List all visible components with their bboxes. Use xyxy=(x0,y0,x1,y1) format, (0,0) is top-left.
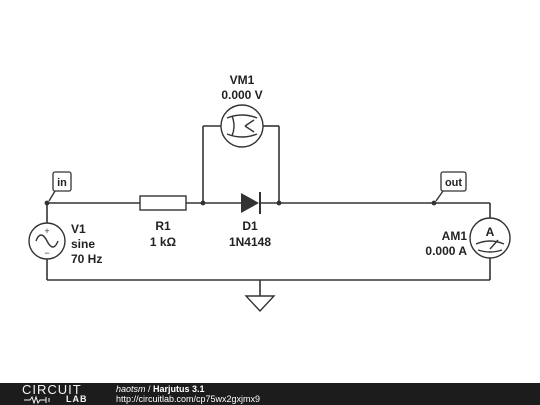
junction-dot xyxy=(44,200,50,206)
meta-separator: / xyxy=(145,384,154,394)
ground-icon xyxy=(244,295,276,313)
source-type: sine xyxy=(71,237,95,251)
out-port[interactable]: out xyxy=(435,171,467,202)
ammeter-reading: 0.000 A xyxy=(425,244,467,258)
junction-dot xyxy=(431,200,437,206)
circuit-meta: haotsm / Harjutus 3.1 xyxy=(116,384,205,394)
voltage-source-v1[interactable]: + − xyxy=(28,222,66,260)
junction-dot xyxy=(276,200,282,206)
voltmeter-reading: 0.000 V xyxy=(221,88,262,102)
ammeter-icon xyxy=(469,217,511,259)
wires xyxy=(46,125,491,296)
circuitlab-logo[interactable]: CIRCUIT xyxy=(22,382,82,397)
out-port-label: out xyxy=(445,177,462,189)
svg-text:+: + xyxy=(44,226,49,236)
author-link[interactable]: haotsm xyxy=(116,384,146,394)
logo-lab-text: LAB xyxy=(66,394,88,404)
svg-text:−: − xyxy=(44,248,49,258)
circuit-schematic: in out + − V1 sine 70 Hz R1 1 kΩ D1 1N41… xyxy=(28,73,511,313)
circuit-title[interactable]: Harjutus 3.1 xyxy=(153,384,205,394)
voltmeter-name: VM1 xyxy=(230,73,255,87)
diode-name: D1 xyxy=(242,219,258,233)
voltmeter-icon xyxy=(220,104,264,148)
voltmeter-vm1[interactable] xyxy=(220,104,264,148)
diode-part: 1N4148 xyxy=(229,235,271,249)
source-frequency: 70 Hz xyxy=(71,252,102,266)
resistor-name: R1 xyxy=(155,219,171,233)
in-port[interactable]: in xyxy=(48,171,72,202)
ammeter-am1[interactable]: A xyxy=(469,217,511,259)
circuit-url[interactable]: http://circuitlab.com/cp75wx2gxjmx9 xyxy=(116,394,261,404)
junction-dot xyxy=(200,200,206,206)
resistor-r1[interactable] xyxy=(139,195,187,211)
ammeter-symbol: A xyxy=(486,225,495,239)
source-name: V1 xyxy=(71,222,86,236)
footer-bar: CIRCUIT LAB haotsm / Harjutus 3.1 http:/… xyxy=(0,383,540,405)
logo-wave-icon xyxy=(24,395,50,404)
resistor-value: 1 kΩ xyxy=(150,235,177,249)
diode-d1[interactable] xyxy=(241,192,261,214)
ammeter-name: AM1 xyxy=(442,229,468,243)
in-port-label: in xyxy=(57,177,67,189)
